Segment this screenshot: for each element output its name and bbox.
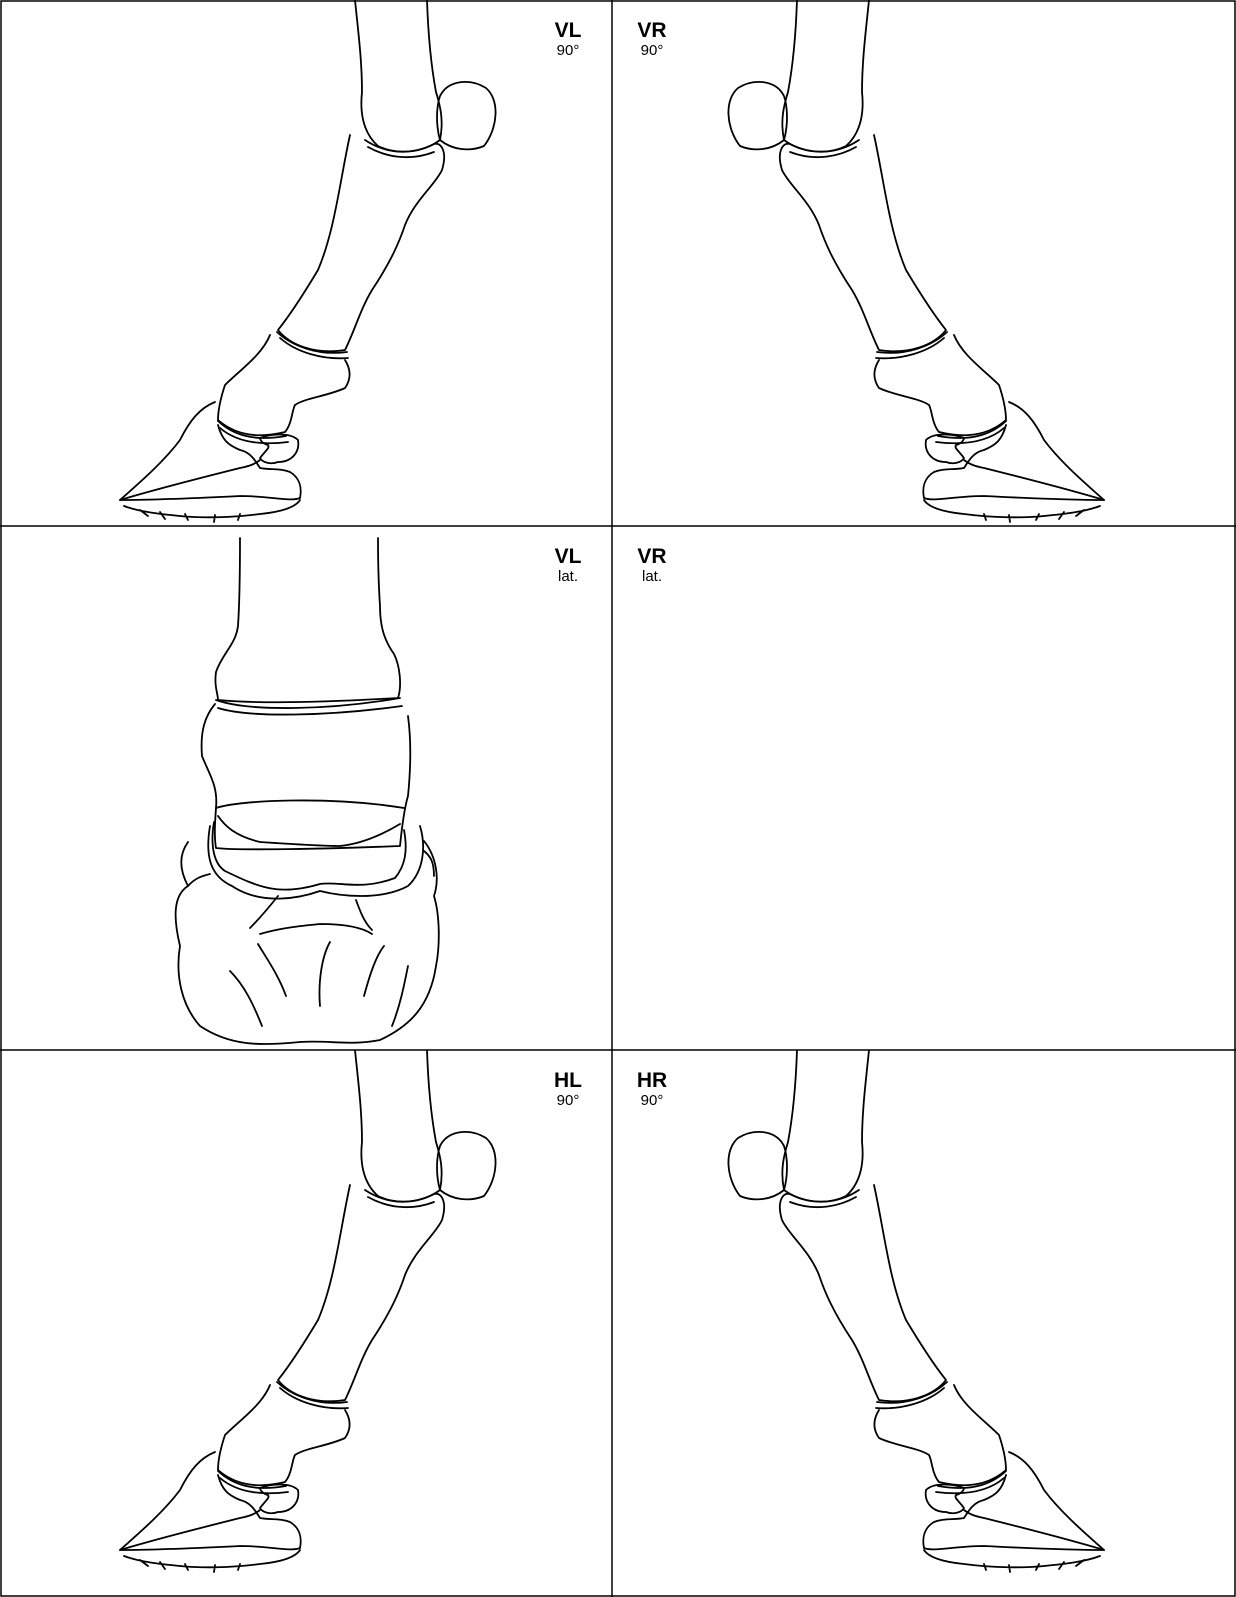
hoof-lateral-drawing xyxy=(0,0,612,526)
hoof-lateral-drawing xyxy=(612,0,1236,526)
panel-label: VL 90° xyxy=(538,20,598,59)
pastern-joint xyxy=(876,1382,947,1408)
short-pastern xyxy=(218,335,350,435)
cannon-bone xyxy=(215,538,400,702)
view-angle: 90° xyxy=(538,42,598,59)
hoof-front-drawing xyxy=(0,526,612,1050)
cannon-bone xyxy=(355,1050,442,1202)
panel-label: VR lat. xyxy=(622,546,682,585)
sesamoid xyxy=(437,82,496,149)
short-pastern xyxy=(216,800,404,846)
coffin-joint xyxy=(218,1471,288,1493)
short-pastern xyxy=(218,1385,350,1485)
bone-outlines xyxy=(120,0,496,522)
view-angle: lat. xyxy=(622,568,682,585)
coffin-joint xyxy=(936,421,1006,443)
navicular xyxy=(212,822,405,890)
panel-label: VR 90° xyxy=(622,20,682,59)
panel-vr-lat: VR lat. xyxy=(612,526,1236,1050)
panel-label: HR 90° xyxy=(622,1070,682,1109)
bone-outlines xyxy=(728,1050,1104,1572)
long-pastern xyxy=(780,1185,946,1401)
pastern-joint xyxy=(277,1382,348,1408)
bone-outlines xyxy=(120,1050,496,1572)
view-code: VR xyxy=(622,20,682,42)
view-code: HL xyxy=(538,1070,598,1092)
view-angle: 90° xyxy=(622,1092,682,1109)
panel-hr-90: HR 90° xyxy=(612,1050,1236,1597)
panel-vl-lat: VL lat. xyxy=(0,526,612,1050)
cannon-bone xyxy=(782,1050,869,1202)
fetlock-joint xyxy=(216,698,402,715)
coffin-joint xyxy=(936,1471,1006,1493)
hoof-wall xyxy=(120,1452,301,1550)
hoof-lateral-drawing xyxy=(0,1050,612,1597)
view-angle: 90° xyxy=(622,42,682,59)
sole-ridges xyxy=(124,500,300,522)
panel-vl-90: VL 90° xyxy=(0,0,612,526)
sesamoid xyxy=(437,1132,496,1199)
coffin-joint xyxy=(218,421,288,443)
view-angle: 90° xyxy=(538,1092,598,1109)
panel-hl-90: HL 90° xyxy=(0,1050,612,1597)
bone-outlines xyxy=(176,538,439,1044)
sole-ridges xyxy=(924,1550,1100,1572)
long-pastern xyxy=(202,704,411,849)
hoof-front-drawing xyxy=(612,526,1236,1050)
sesamoid xyxy=(728,1132,787,1199)
hoof-wall xyxy=(120,402,301,500)
view-code: VL xyxy=(538,546,598,568)
long-pastern xyxy=(780,135,946,351)
sesamoid xyxy=(728,82,787,149)
sole-ridges xyxy=(230,896,408,1026)
short-pastern xyxy=(874,335,1006,435)
view-code: VL xyxy=(538,20,598,42)
long-pastern xyxy=(278,135,444,351)
hoof-wall xyxy=(923,402,1104,500)
cannon-bone xyxy=(355,0,442,152)
bone-outlines xyxy=(728,0,1104,522)
coffin-joint xyxy=(208,826,423,899)
sole-ridges xyxy=(124,1550,300,1572)
panel-label: VL lat. xyxy=(538,546,598,585)
hoof-wall xyxy=(923,1452,1104,1550)
cannon-bone xyxy=(782,0,869,152)
hoof-lateral-drawing xyxy=(612,1050,1236,1597)
view-code: HR xyxy=(622,1070,682,1092)
sole-ridges xyxy=(924,500,1100,522)
pastern-joint xyxy=(876,332,947,358)
panel-vr-90: VR 90° xyxy=(612,0,1236,526)
short-pastern xyxy=(874,1385,1006,1485)
long-pastern xyxy=(278,1185,444,1401)
view-code: VR xyxy=(622,546,682,568)
panel-label: HL 90° xyxy=(538,1070,598,1109)
coronary-band xyxy=(188,851,434,886)
view-angle: lat. xyxy=(538,568,598,585)
pastern-joint xyxy=(277,332,348,358)
